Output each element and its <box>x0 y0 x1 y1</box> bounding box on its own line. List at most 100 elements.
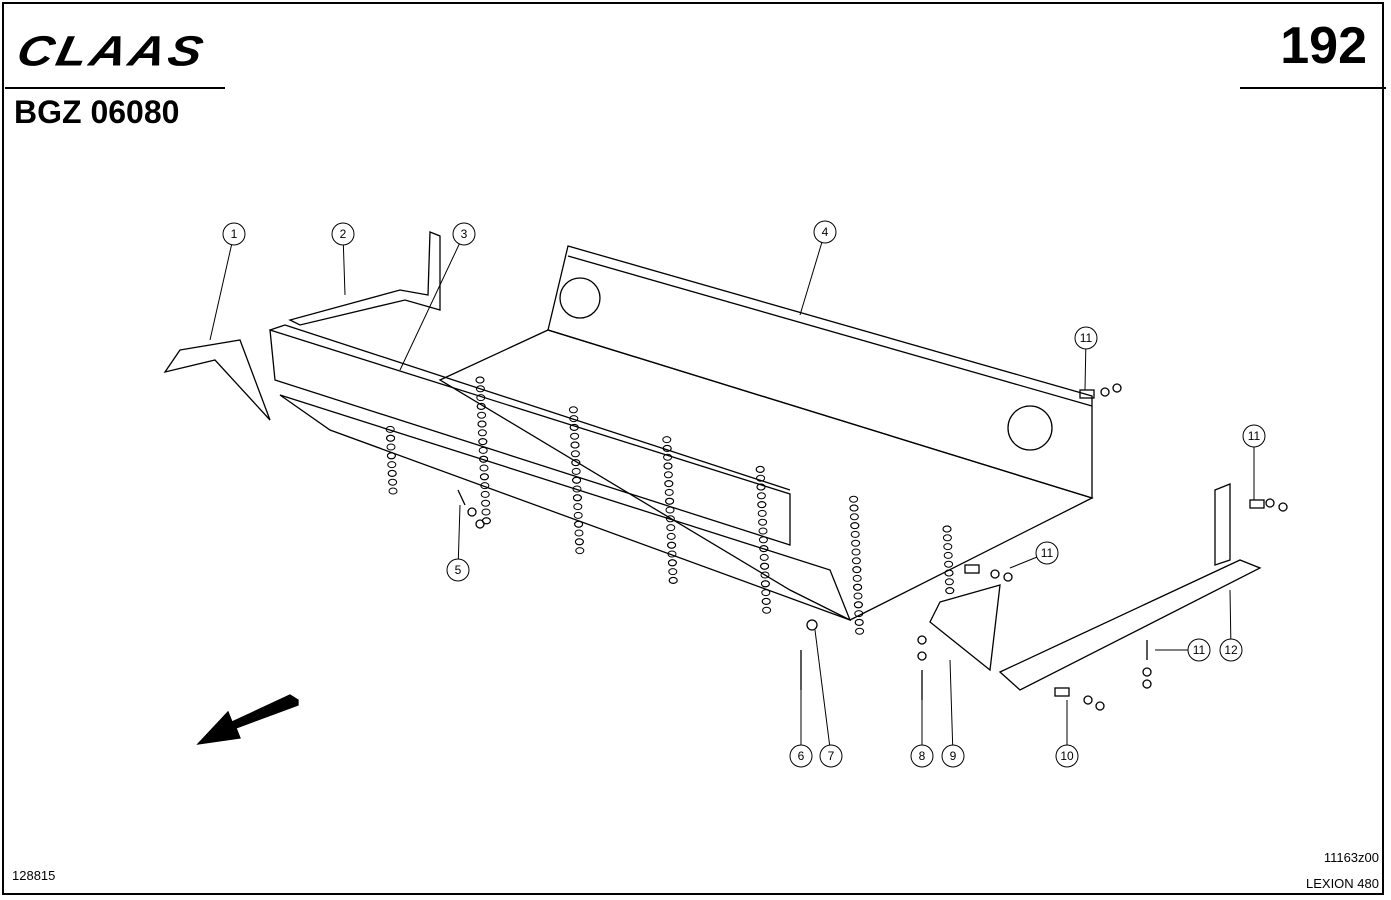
perforation-hole <box>574 538 584 546</box>
perforation-hole <box>853 592 863 600</box>
perforation-hole <box>569 423 579 431</box>
model-name: LEXION 480 <box>1306 876 1379 891</box>
perforation-hole <box>944 578 954 586</box>
perforation-hole <box>854 618 864 626</box>
perforation-hole <box>479 464 489 472</box>
perforation-hole <box>756 474 766 482</box>
perforation-hole <box>385 425 395 433</box>
bracket-1 <box>163 339 271 421</box>
perforation-hole <box>478 446 488 454</box>
callout-label: 10 <box>1060 749 1074 763</box>
perforation-hole <box>853 583 863 591</box>
perforation-hole <box>852 574 862 582</box>
callout-10: 10 <box>1055 700 1079 768</box>
back-wall <box>547 245 1093 499</box>
perforation-hole <box>668 576 678 584</box>
perforation-hole <box>851 548 861 556</box>
callout-label: 11 <box>1080 331 1093 345</box>
perforation-hole <box>664 480 674 488</box>
callout-2: 2 <box>331 222 355 296</box>
perforation-hole <box>570 441 580 449</box>
doc-number: 128815 <box>12 868 56 883</box>
callout-label: 11 <box>1248 429 1261 443</box>
perforation-hole <box>761 597 771 605</box>
perforation-hole <box>477 429 487 437</box>
perforation-hole <box>943 551 953 559</box>
perforation-hole <box>851 557 861 565</box>
callout-label: 12 <box>1224 643 1238 657</box>
divider <box>1240 87 1386 89</box>
perforation-hole <box>475 385 485 393</box>
group-code: BGZ 06080 <box>14 94 180 130</box>
callout-label: 3 <box>461 227 468 241</box>
callout-12: 12 <box>1219 589 1243 662</box>
perforation-hole <box>388 487 398 495</box>
perforation-hole <box>760 571 770 579</box>
direction-arrow <box>196 694 299 745</box>
callout-11: 11 <box>1242 424 1266 500</box>
perforation-hole <box>475 376 485 384</box>
divider <box>5 87 225 89</box>
callout-8: 8 <box>910 700 934 768</box>
perforation-hole <box>571 467 581 475</box>
perforation-hole <box>663 462 673 470</box>
perforation-hole <box>849 495 859 503</box>
callout-label: 11 <box>1193 643 1206 657</box>
perforation-hole <box>664 488 674 496</box>
callout-label: 7 <box>828 749 835 763</box>
perforation-hole <box>478 438 488 446</box>
perforation-hole <box>849 504 859 512</box>
rail-12-post <box>1214 483 1231 566</box>
perforation-hole <box>760 562 770 570</box>
perforation-hole <box>761 589 771 597</box>
bracket-2 <box>288 231 441 326</box>
perforation-hole <box>663 453 673 461</box>
perforation-hole <box>667 550 677 558</box>
perforation-hole <box>757 501 767 509</box>
perforation-hole <box>668 568 678 576</box>
callout-3: 3 <box>399 222 476 371</box>
perforation-hole <box>758 536 768 544</box>
perforation-hole <box>572 485 582 493</box>
callout-9: 9 <box>941 659 965 768</box>
perforation-hole <box>575 547 585 555</box>
perforation-hole <box>570 450 580 458</box>
perforation-hole <box>854 610 864 618</box>
tray-floor <box>438 329 1094 621</box>
perforation-hole <box>855 627 865 635</box>
perforation-hole <box>663 471 673 479</box>
perforation-hole <box>756 483 766 491</box>
callout-6: 6 <box>789 690 813 768</box>
perforation-hole <box>758 527 768 535</box>
perforation-hole <box>666 532 676 540</box>
perforation-hole <box>667 559 677 567</box>
callout-5: 5 <box>446 504 470 582</box>
perforation-hole <box>757 509 767 517</box>
perforation-hole <box>944 560 954 568</box>
perforation-hole <box>570 432 580 440</box>
perforation-hole <box>476 402 486 410</box>
callout-1: 1 <box>209 222 246 341</box>
perforation-hole <box>944 569 954 577</box>
callout-11: 11 <box>1074 326 1098 391</box>
perforation-hole <box>573 511 583 519</box>
callout-7: 7 <box>814 629 843 768</box>
perforation-hole <box>476 394 486 402</box>
callout-label: 8 <box>919 749 926 763</box>
perforation-hole <box>386 452 396 460</box>
callout-label: 11 <box>1041 546 1054 560</box>
perforation-hole <box>942 534 952 542</box>
callout-label: 1 <box>231 227 238 241</box>
perforation-hole <box>755 465 765 473</box>
perforation-hole <box>481 499 491 507</box>
perforation-hole <box>666 524 676 532</box>
perforation-hole <box>480 490 490 498</box>
perforation-hole <box>387 469 397 477</box>
perforation-hole <box>568 406 578 414</box>
perforation-hole <box>574 529 584 537</box>
perforation-hole <box>943 543 953 551</box>
perforation-hole <box>479 455 489 463</box>
perforation-hole <box>574 520 584 528</box>
